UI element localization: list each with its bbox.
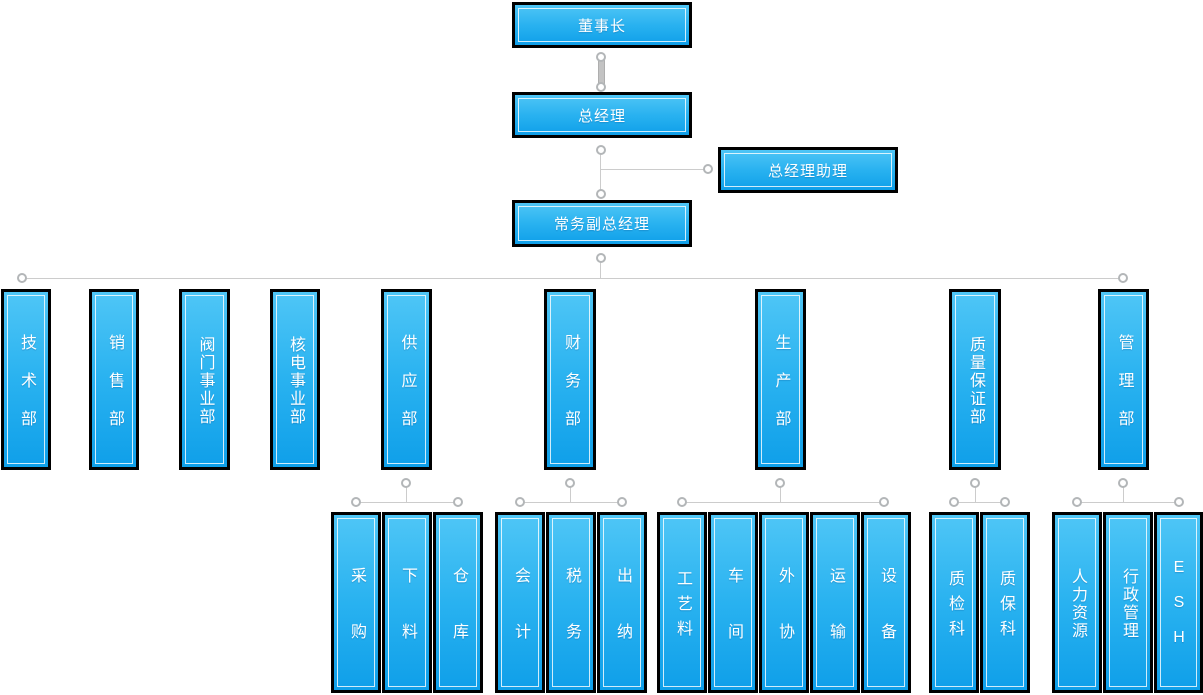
- node-label: 质检科: [946, 569, 963, 645]
- node-label: 设备: [878, 566, 895, 679]
- connector-node-dot: [1000, 497, 1010, 507]
- node-label: 技术部: [18, 333, 35, 448]
- connector-node-dot: [879, 497, 889, 507]
- node-label: 总经理: [577, 107, 626, 125]
- node-dept-technology[interactable]: 技术部: [1, 289, 51, 470]
- node-label: 车间: [725, 566, 742, 679]
- node-dept-quality-assurance[interactable]: 质量保证部: [949, 289, 1001, 470]
- node-sub-transport[interactable]: 运输: [810, 512, 860, 693]
- connector-hline: [22, 278, 1123, 279]
- node-chairman[interactable]: 董事长: [512, 2, 692, 48]
- connector-node-dot: [453, 497, 463, 507]
- connector-node-dot: [596, 82, 606, 92]
- connector-node-dot: [596, 52, 606, 62]
- node-label: 常务副总经理: [553, 216, 650, 233]
- connector-node-dot: [677, 497, 687, 507]
- node-sub-outsourcing[interactable]: 外协: [759, 512, 809, 693]
- connector-vline: [1123, 487, 1124, 502]
- node-label: 董事长: [577, 17, 626, 35]
- node-dept-nuclear-division[interactable]: 核电事业部: [270, 289, 320, 470]
- connector-node-dot: [1174, 497, 1184, 507]
- node-deputy-gm[interactable]: 常务副总经理: [512, 200, 692, 247]
- connector-node-dot: [17, 273, 27, 283]
- node-label: 会计: [512, 566, 529, 679]
- connector-vline: [570, 487, 571, 502]
- connector-node-dot: [1118, 478, 1128, 488]
- connector-hline: [601, 169, 704, 170]
- node-dept-finance[interactable]: 财务部: [544, 289, 596, 470]
- connector-node-dot: [1118, 273, 1128, 283]
- node-sub-accounting[interactable]: 会计: [495, 512, 545, 693]
- connector-hline: [954, 502, 1005, 503]
- node-label: 外协: [776, 566, 793, 679]
- connector-node-dot: [617, 497, 627, 507]
- node-label: 出纳: [614, 566, 631, 679]
- connector-node-dot: [351, 497, 361, 507]
- node-label: 供应部: [398, 333, 416, 448]
- node-sub-cutting[interactable]: 下料: [382, 512, 432, 693]
- node-label: 管理部: [1115, 333, 1133, 448]
- node-dept-sales[interactable]: 销售部: [89, 289, 139, 470]
- connector-node-dot: [1072, 497, 1082, 507]
- node-gm-assistant[interactable]: 总经理助理: [718, 147, 898, 193]
- node-label: 生产部: [772, 333, 790, 448]
- connector-vline: [780, 487, 781, 502]
- node-sub-quality-inspection[interactable]: 质检科: [929, 512, 979, 693]
- node-label: 销售部: [106, 333, 123, 448]
- node-dept-supply[interactable]: 供应部: [381, 289, 432, 470]
- node-label: 工艺料: [674, 569, 691, 645]
- connector-vline: [600, 261, 601, 278]
- connector-node-dot: [515, 497, 525, 507]
- node-general-manager[interactable]: 总经理: [512, 92, 692, 138]
- node-sub-cashier[interactable]: 出纳: [597, 512, 647, 693]
- connector-vline: [600, 152, 601, 194]
- node-label: 核电事业部: [287, 335, 304, 426]
- connector-node-dot: [565, 478, 575, 488]
- node-sub-tax[interactable]: 税务: [546, 512, 596, 693]
- connector-vline: [406, 487, 407, 502]
- connector-node-dot: [949, 497, 959, 507]
- connector-node-dot: [596, 253, 606, 263]
- node-sub-human-resources[interactable]: 人力资源: [1052, 512, 1102, 693]
- node-sub-purchasing[interactable]: 采购: [331, 512, 381, 693]
- node-label: 质保科: [997, 569, 1014, 645]
- connector-node-dot: [596, 145, 606, 155]
- node-label: 财务部: [562, 333, 579, 448]
- node-sub-esh[interactable]: ESH: [1154, 512, 1203, 693]
- node-label: 行政管理: [1120, 567, 1137, 640]
- node-label: 总经理助理: [767, 162, 848, 180]
- node-sub-quality-assurance-section[interactable]: 质保科: [980, 512, 1030, 693]
- connector-node-dot: [970, 478, 980, 488]
- connector-hline: [520, 502, 622, 503]
- node-label: 运输: [827, 566, 844, 679]
- node-label: 下料: [399, 566, 416, 679]
- node-label: 采购: [348, 566, 365, 679]
- node-sub-equipment[interactable]: 设备: [861, 512, 911, 693]
- node-label: ESH: [1170, 559, 1188, 664]
- connector-hline: [356, 502, 458, 503]
- node-dept-valve-division[interactable]: 阀门事业部: [179, 289, 230, 470]
- connector-vline: [598, 60, 605, 85]
- node-label: 仓库: [450, 566, 467, 679]
- node-label: 质量保证部: [967, 335, 984, 426]
- node-sub-process-materials[interactable]: 工艺料: [657, 512, 707, 693]
- connector-hline: [682, 502, 884, 503]
- node-sub-warehouse[interactable]: 仓库: [433, 512, 483, 693]
- connector-node-dot: [775, 478, 785, 488]
- connector-node-dot: [401, 478, 411, 488]
- connector-hline: [1077, 502, 1179, 503]
- node-dept-management[interactable]: 管理部: [1098, 289, 1149, 470]
- node-sub-administration[interactable]: 行政管理: [1103, 512, 1153, 693]
- node-label: 人力资源: [1069, 567, 1086, 640]
- connector-node-dot: [703, 164, 713, 174]
- node-label: 阀门事业部: [196, 335, 214, 426]
- node-dept-production[interactable]: 生产部: [755, 289, 806, 470]
- node-sub-workshop[interactable]: 车间: [708, 512, 758, 693]
- connector-vline: [975, 487, 976, 502]
- connector-node-dot: [596, 189, 606, 199]
- node-label: 税务: [563, 566, 580, 679]
